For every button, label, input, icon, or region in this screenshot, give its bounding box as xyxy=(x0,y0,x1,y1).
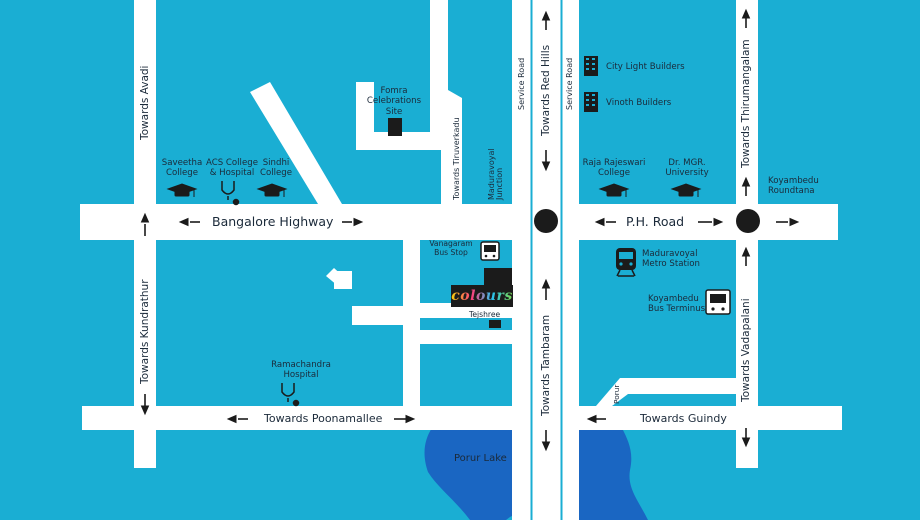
tiruverkadu-road xyxy=(441,86,462,204)
inner-road-stub xyxy=(326,268,345,286)
service-road-left xyxy=(512,0,532,520)
towards-tiruverkadu-label: Towards Tiruverkadu xyxy=(452,117,461,200)
koyambedu-roundtana-dot-icon xyxy=(736,209,760,233)
diagonal-road xyxy=(250,82,342,204)
thirumangalam-vadapalani-road xyxy=(736,0,758,468)
towards-guindy-label: Towards Guindy xyxy=(640,412,727,425)
cmbt-bus-icon xyxy=(705,289,731,315)
vinoth-building-icon xyxy=(584,92,598,112)
towards-tambaram-label: Towards Tambaram xyxy=(540,314,552,416)
tejshree-block xyxy=(489,320,501,328)
vinoth-label: Vinoth Builders xyxy=(606,98,672,108)
ph-road-label: P.H. Road xyxy=(626,214,685,229)
porur-lake-label: Porur Lake xyxy=(454,453,507,464)
fomra-loop-road xyxy=(356,0,448,150)
colours-logo-bg xyxy=(451,285,513,307)
ramachandra-stethoscope-icon xyxy=(281,383,300,407)
sindhi-graduation-cap-icon xyxy=(256,183,288,197)
towards-vadapalani-label: Towards Vadapalani xyxy=(740,298,752,402)
towards-red-hills-label: Towards Red Hills xyxy=(540,44,552,136)
direction-arrows xyxy=(140,8,800,452)
service-road-right xyxy=(561,0,579,520)
city-light-label: City Light Builders xyxy=(606,62,685,72)
metro-train-icon xyxy=(616,248,636,277)
raja-graduation-cap-icon xyxy=(598,183,630,197)
mgr-university-label: Dr. MGR.University xyxy=(665,158,709,179)
bangalore-highway-label: Bangalore Highway xyxy=(212,214,334,229)
service-road-left-label: Service Road xyxy=(517,57,526,110)
towards-avadi-label: Towards Avadi xyxy=(139,65,151,140)
inner-road-network xyxy=(334,240,512,406)
poonamallee-road xyxy=(82,406,842,430)
porur-road xyxy=(596,378,736,406)
towards-thirumangalam-label: Towards Thirumangalam xyxy=(740,39,752,168)
porur-road-label: Porur xyxy=(612,384,621,404)
fomra-site-block xyxy=(388,118,402,136)
service-road-right-label: Service Road xyxy=(565,57,574,110)
mgr-graduation-cap-icon xyxy=(670,183,702,197)
tejshree-label: Tejshree xyxy=(469,310,501,319)
towards-kundrathur-label: Towards Kundrathur xyxy=(139,279,151,384)
maduravoyal-junction-dot-icon xyxy=(534,209,558,233)
acs-stethoscope-icon xyxy=(221,181,240,206)
towards-poonamallee-label: Towards Poonamallee xyxy=(264,412,383,425)
saveetha-graduation-cap-icon xyxy=(166,183,198,197)
colours-logo: colours xyxy=(451,285,513,307)
acs-label: ACS College& Hospital xyxy=(206,158,258,179)
city-light-building-icon xyxy=(584,56,598,76)
vanagaram-bus-icon xyxy=(480,241,500,261)
